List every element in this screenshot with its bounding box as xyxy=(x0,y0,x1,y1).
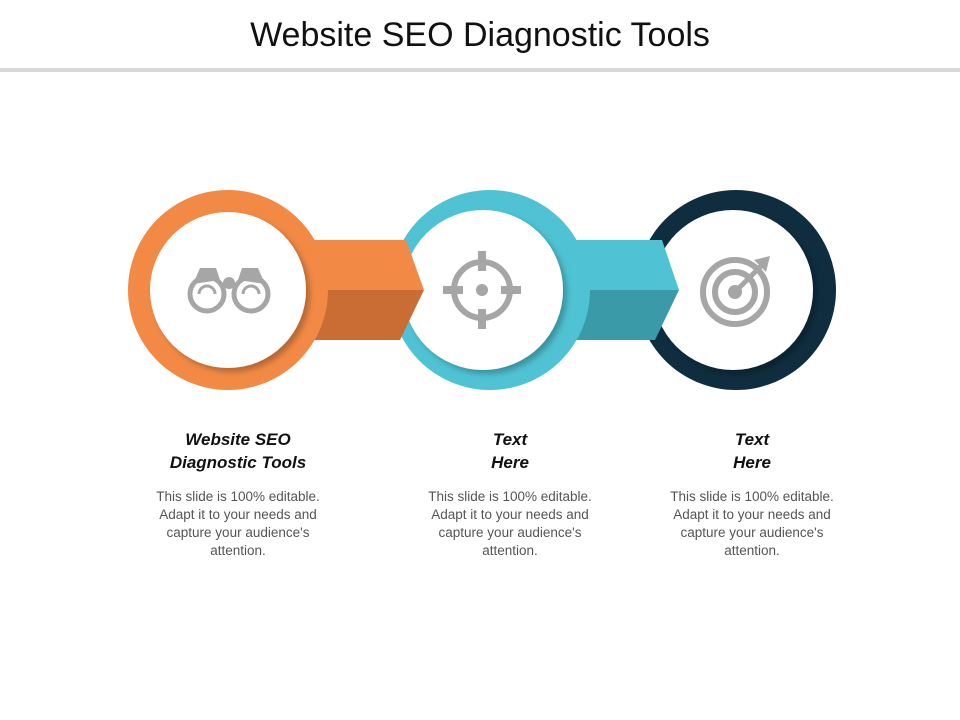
step-3-title: Text Here xyxy=(733,430,771,472)
step-1-ring xyxy=(128,190,328,390)
crosshair-icon xyxy=(443,251,521,329)
title-divider xyxy=(0,68,960,72)
step-1-description: This slide is 100% editable. Adapt it to… xyxy=(156,489,320,558)
binoculars-icon xyxy=(187,268,271,314)
step-3-description: This slide is 100% editable. Adapt it to… xyxy=(670,489,834,558)
slide-title: Website SEO Diagnostic Tools xyxy=(250,16,710,54)
step-2-title: Text Here xyxy=(491,430,529,472)
step-2-description: This slide is 100% editable. Adapt it to… xyxy=(428,489,592,558)
step-1-title: Website SEO Diagnostic Tools xyxy=(169,430,307,472)
target-arrow-icon xyxy=(700,256,770,327)
